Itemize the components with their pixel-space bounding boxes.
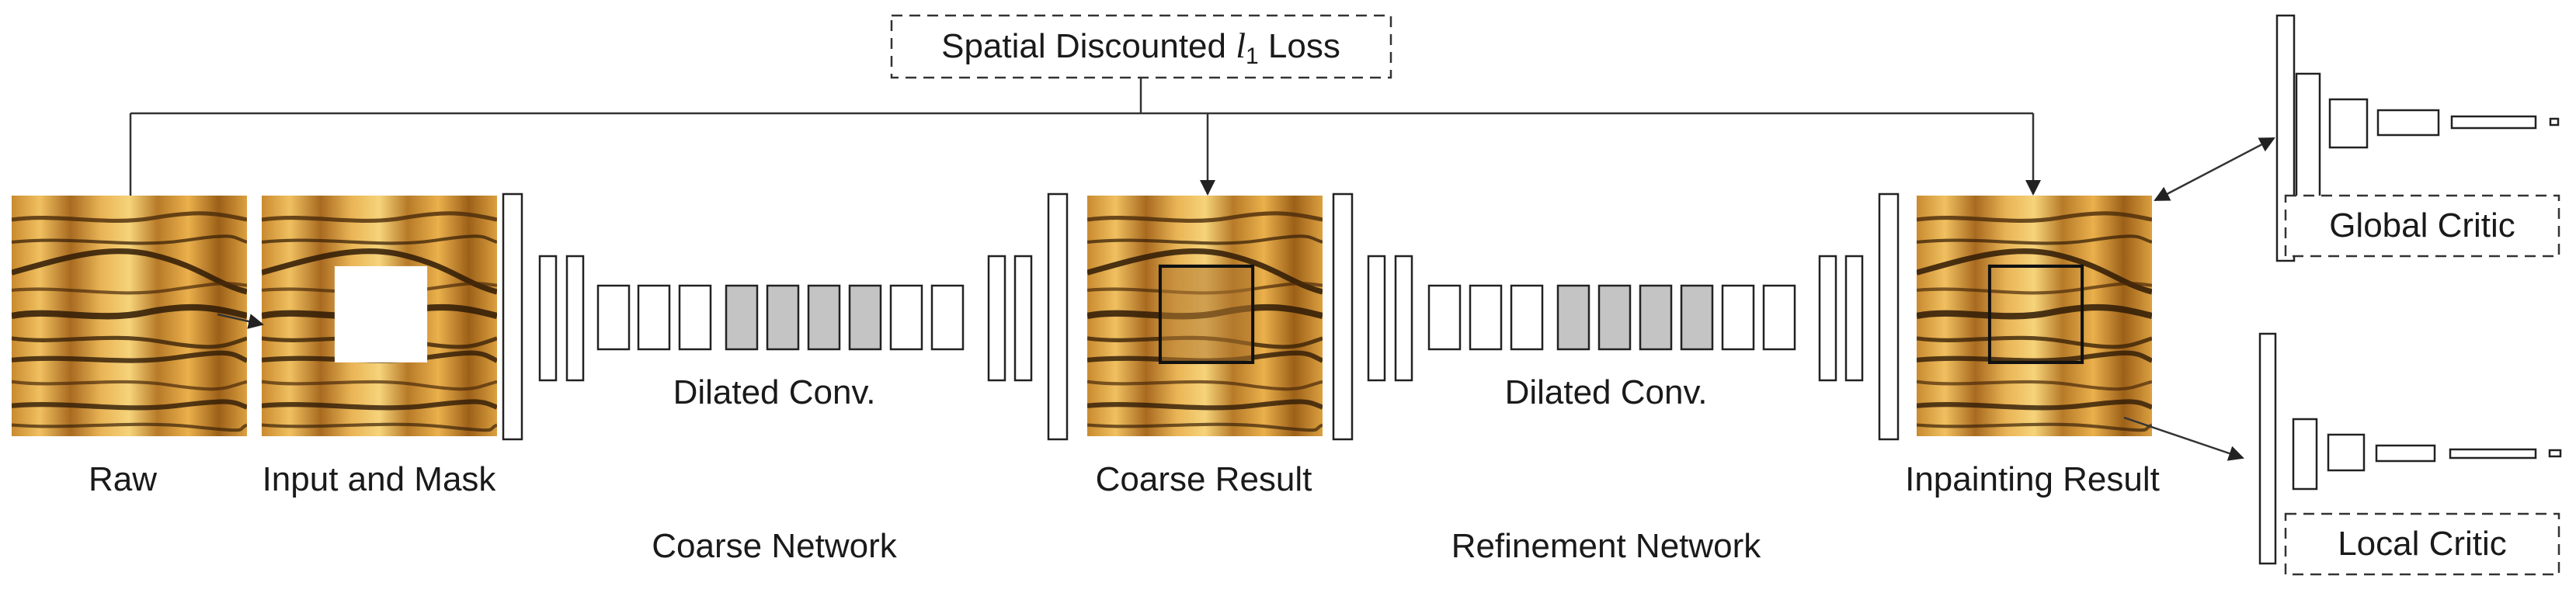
local-critic-layers xyxy=(2258,332,2562,565)
local-critic-label: Local Critic xyxy=(2338,525,2507,563)
coarse-result-frame xyxy=(1158,264,1255,364)
refinement-network-label: Refinement Network xyxy=(1451,527,1762,565)
global-critic-label: Global Critic xyxy=(2329,206,2515,244)
refinement-network-layers xyxy=(1332,192,1900,441)
mask-hole xyxy=(334,265,428,362)
coarse-network-label: Coarse Network xyxy=(652,527,897,565)
global-critic-arrow xyxy=(2154,137,2275,202)
local-critic-box xyxy=(2284,512,2560,576)
inpainting-result-frame xyxy=(1987,264,2084,364)
raw-to-input-arrow xyxy=(217,313,264,329)
loss-box xyxy=(890,14,1392,79)
global-critic-box xyxy=(2284,194,2560,258)
loss-label: Spatial Discounted l1 Loss xyxy=(941,26,1340,69)
coarse-result-image xyxy=(1087,196,1323,436)
loss-connectors xyxy=(129,78,2041,196)
global-critic-layers xyxy=(2275,14,2560,262)
input-mask-image xyxy=(262,196,497,436)
dilated-conv-label-2: Dilated Conv. xyxy=(1505,373,1708,411)
local-critic-arrow xyxy=(2123,416,2244,461)
raw-image xyxy=(12,196,247,436)
inpainting-result-label: Inpainting Result xyxy=(1905,460,2160,498)
raw-label: Raw xyxy=(89,460,157,498)
inpainting-result-image xyxy=(1917,196,2152,436)
coarse-result-label: Coarse Result xyxy=(1096,460,1312,498)
input-mask-label: Input and Mask xyxy=(262,460,497,498)
coarse-network-layers xyxy=(502,192,1069,441)
dilated-conv-label-1: Dilated Conv. xyxy=(673,373,876,411)
